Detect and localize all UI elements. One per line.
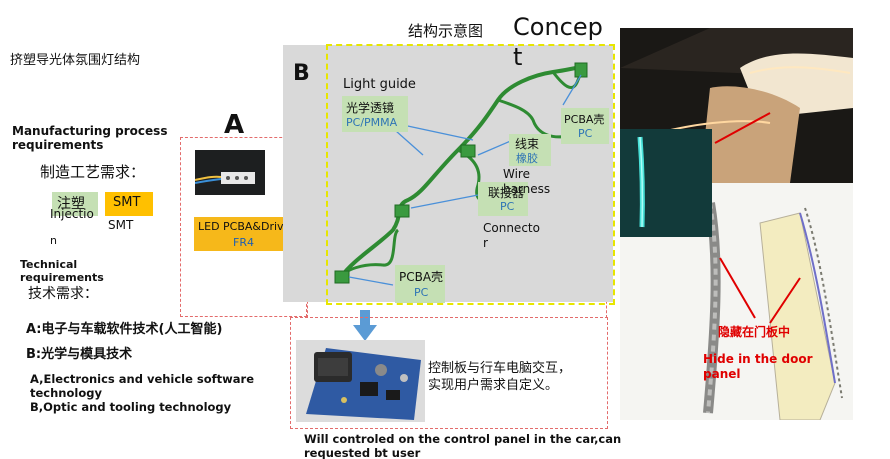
control-description-cn-2: 实现用户需求自定义。 [428,378,559,393]
light-guide-material: PC/PMMA [346,116,398,129]
led-pcb-photo [194,150,265,195]
injection-badge-en-tail: n [50,234,57,247]
tech-requirement-a: A:电子与车载软件技术(人工智能) [26,322,223,337]
control-frame [290,317,608,429]
light-strip-photo [620,129,712,237]
light-guide-tag [342,96,408,132]
section-a-label: A [224,110,245,140]
pointer-pcba-bottom [348,276,394,286]
pointer-pcba-top [562,74,582,106]
structure-diagram-title: 结构示意图 [408,22,484,40]
connector-cn: 联接器 [488,186,525,200]
concept-frame [326,44,615,305]
pointer-wire [477,139,514,156]
injection-badge-cn: 注塑 [57,196,85,212]
control-board-photo [296,340,425,422]
harness-diagram [334,62,588,286]
pcba-housing-top [574,62,588,78]
smt-badge-label: SMT [113,195,141,210]
harness-branch-3 [497,98,574,139]
pointer-light-guide [402,124,474,141]
light-guide-cn: 光学透镜 [346,101,395,115]
technical-cn: 技术需求： [28,286,98,302]
section-b-label: B [293,61,310,86]
led-pcba-tag [194,217,298,251]
tech-requirements-en: A,Electronics and vehicle software techn… [30,372,255,414]
wire-cn: 线束 [515,137,540,151]
pcba-bottom-cn: PCBA壳 [399,270,444,284]
pcba-bottom-tag [395,265,445,303]
smt-badge [105,192,153,216]
control-description-en: Will controled on the control panel in t… [304,432,622,459]
led-pcba-material: FR4 [233,236,254,249]
light-guide-label: Light guide [343,77,416,92]
harness-branch-1 [339,228,400,278]
light-strip-image [620,129,712,237]
connector-material: PC [500,200,515,213]
hide-label-cn: 隐藏在门板中 [718,325,791,339]
concept-title-tail: t [513,43,523,71]
connector-en: Connecto [483,221,540,235]
wire-en-tail: harness [503,182,551,196]
pcba-bottom-material: PC [414,286,429,299]
section-b-panel [283,45,613,302]
connector-shape-2 [460,144,476,158]
page-title: 挤塑导光体氛围灯结构 [10,53,141,68]
control-description-cn: 控制板与行车电脑交互， [428,361,572,376]
pcba-top-tag [561,108,609,144]
down-arrow-icon [353,310,377,341]
connector-shape-1 [394,204,410,218]
technical-title: Technical requirements [20,258,104,284]
hide-label-en: Hide in the door panel [703,352,813,381]
tech-requirement-b: B:光学与模具技术 [26,347,133,362]
manufacturing-cn: 制造工艺需求： [40,163,146,181]
led-pcb-image [194,150,265,195]
pointer-connector [410,194,479,209]
concept-title: Concep [513,13,603,41]
pcba-top-cn: PCBA壳 [564,113,605,126]
wire-en: Wire [503,167,530,181]
injection-badge-en: Injectio [50,207,94,221]
pcba-housing-bottom [334,270,350,284]
manufacturing-title: Manufacturing process requirements [12,124,168,152]
led-pcba-label: LED PCBA&Driver [198,220,295,233]
pcba-top-material: PC [578,127,593,140]
connector-en-tail: r [483,236,488,250]
wire-material: 橡胶 [516,152,538,165]
wire-tag [509,134,551,166]
smt-badge-en: SMT [108,218,134,232]
control-board-image [296,340,425,422]
connector-tag [478,182,528,216]
injection-badge [52,192,98,216]
